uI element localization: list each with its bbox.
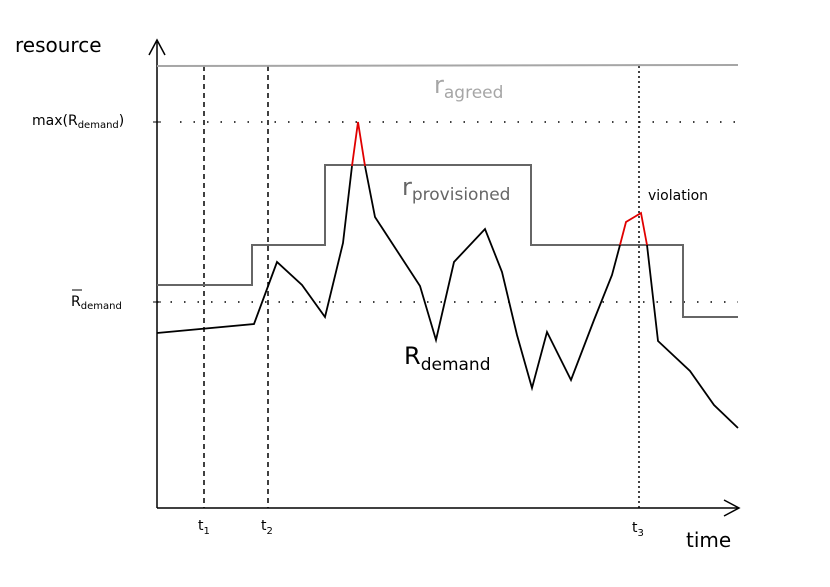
- svg-text:Rdemand: Rdemand: [71, 294, 122, 312]
- time-label-t3: t3: [632, 520, 644, 539]
- x-axis-label: time: [686, 528, 731, 552]
- provisioned-resource-step-line: [157, 164, 738, 318]
- agreed-resource-label: ragreed: [434, 71, 503, 103]
- y-axis-label: resource: [15, 33, 102, 57]
- demand-curve: [156, 165, 353, 334]
- provisioned-resource-label: rprovisioned: [402, 173, 510, 205]
- time-label-t2: t2: [261, 518, 273, 537]
- time-label-t1: t1: [198, 518, 210, 537]
- demand-curve-tail: [646, 244, 739, 429]
- x-axis-arrow: [723, 499, 741, 517]
- demand-curve-middle: [364, 165, 621, 392]
- max-demand-label: max(Rdemand): [32, 113, 124, 131]
- y-axis-arrow: [148, 38, 166, 56]
- violation-annotation: violation: [648, 188, 708, 204]
- violation-segment: [619, 211, 648, 246]
- agreed-resource-line: [156, 64, 739, 67]
- demand-label: Rdemand: [404, 342, 490, 375]
- mean-demand-label: Rdemand: [71, 289, 122, 312]
- demand-peak-max-segment: [351, 121, 366, 167]
